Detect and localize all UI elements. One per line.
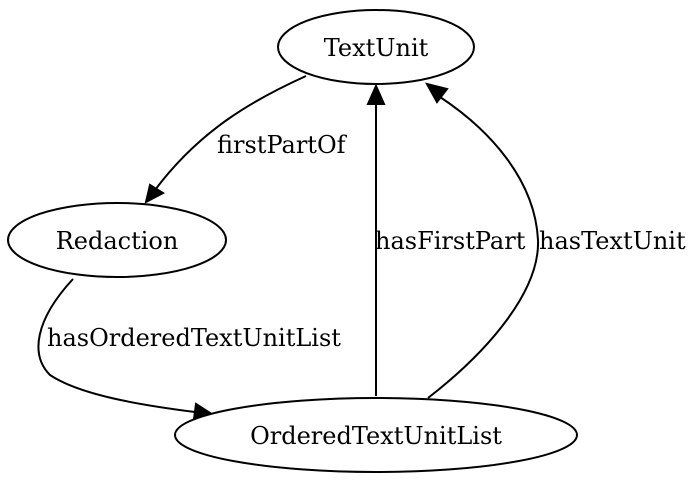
edge-has-ordered-text-unit-list: hasOrderedTextUnitList (37, 278, 341, 421)
edge-first-part-of: firstPartOf (144, 75, 348, 204)
node-ordered-text-unit-list: OrderedTextUnitList (174, 397, 578, 473)
edge-has-first-part: hasFirstPart (366, 83, 526, 396)
edge-has-ordered-text-unit-list-line (37, 278, 196, 413)
node-text-unit-ellipse (277, 9, 475, 85)
edge-has-text-unit-line (427, 96, 540, 399)
node-redaction-ellipse (7, 202, 227, 278)
node-ordered-text-unit-list-ellipse (174, 397, 578, 473)
edge-first-part-of-line (154, 75, 307, 191)
edge-has-first-part-arrow (366, 83, 386, 105)
edge-first-part-of-arrow (144, 183, 166, 204)
edge-label-has-first-part: hasFirstPart (375, 227, 526, 255)
node-label-text-unit: TextUnit (324, 34, 429, 62)
node-redaction: Redaction (7, 202, 227, 278)
edge-has-text-unit: hasTextUnit (425, 82, 686, 399)
edge-label-has-ordered-text-unit-list: hasOrderedTextUnitList (47, 324, 341, 352)
edge-label-first-part-of: firstPartOf (217, 131, 348, 159)
node-label-ordered-text-unit-list: OrderedTextUnitList (250, 422, 502, 450)
node-text-unit: TextUnit (277, 9, 475, 85)
edge-label-has-text-unit: hasTextUnit (539, 227, 686, 255)
edge-has-text-unit-arrow (425, 82, 449, 104)
node-label-redaction: Redaction (56, 227, 179, 255)
